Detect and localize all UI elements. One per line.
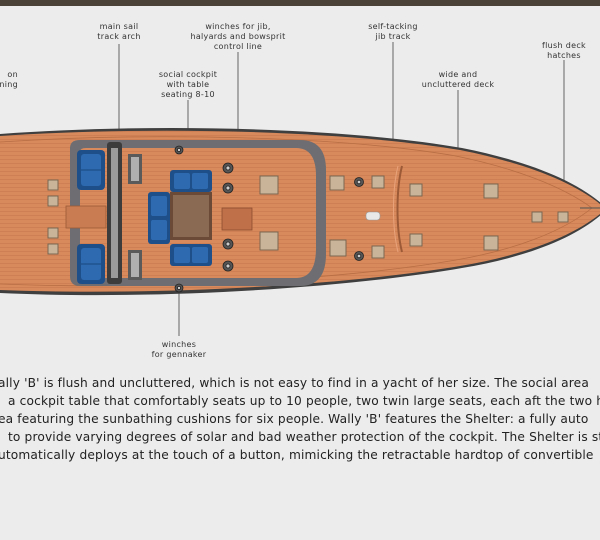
companionway-step	[221, 207, 253, 231]
label-winches-gennaker: winches for gennaker	[151, 340, 207, 359]
description-line: ea featuring the sunbathing cushions for…	[0, 412, 589, 426]
label-wide-deck: wide and uncluttered deck	[421, 70, 495, 89]
description-line: utomatically deploys at the touch of a b…	[0, 448, 594, 462]
label-self-tacking-jib: self-tacking jib track	[368, 22, 418, 41]
label-social-cockpit: social cockpit with table seating 8-10	[158, 70, 218, 99]
description-line: to provide varying degrees of solar and …	[8, 430, 600, 444]
jib-track	[396, 165, 403, 253]
yacht-deck-plan	[0, 42, 600, 336]
label-main-sail-arch: main sail track arch	[97, 22, 141, 41]
aft-sunbathing-area	[65, 205, 107, 229]
description-line: ally 'B' is flush and uncluttered, which…	[0, 376, 589, 390]
top-border-bar	[0, 0, 600, 6]
label-sunbathing-cushions: on ning	[0, 70, 18, 89]
winch-group	[174, 145, 364, 293]
description-paragraph: ally 'B' is flush and uncluttered, which…	[0, 374, 600, 504]
label-winches-jib: winches for jib, halyards and bowsprit c…	[190, 22, 286, 51]
description-line: a cockpit table that comfortably seats u…	[8, 394, 600, 408]
label-flush-deck-hatches: flush deck hatches	[542, 41, 586, 60]
flush-deck-hatches	[47, 175, 569, 259]
deck-fitting	[365, 211, 381, 221]
